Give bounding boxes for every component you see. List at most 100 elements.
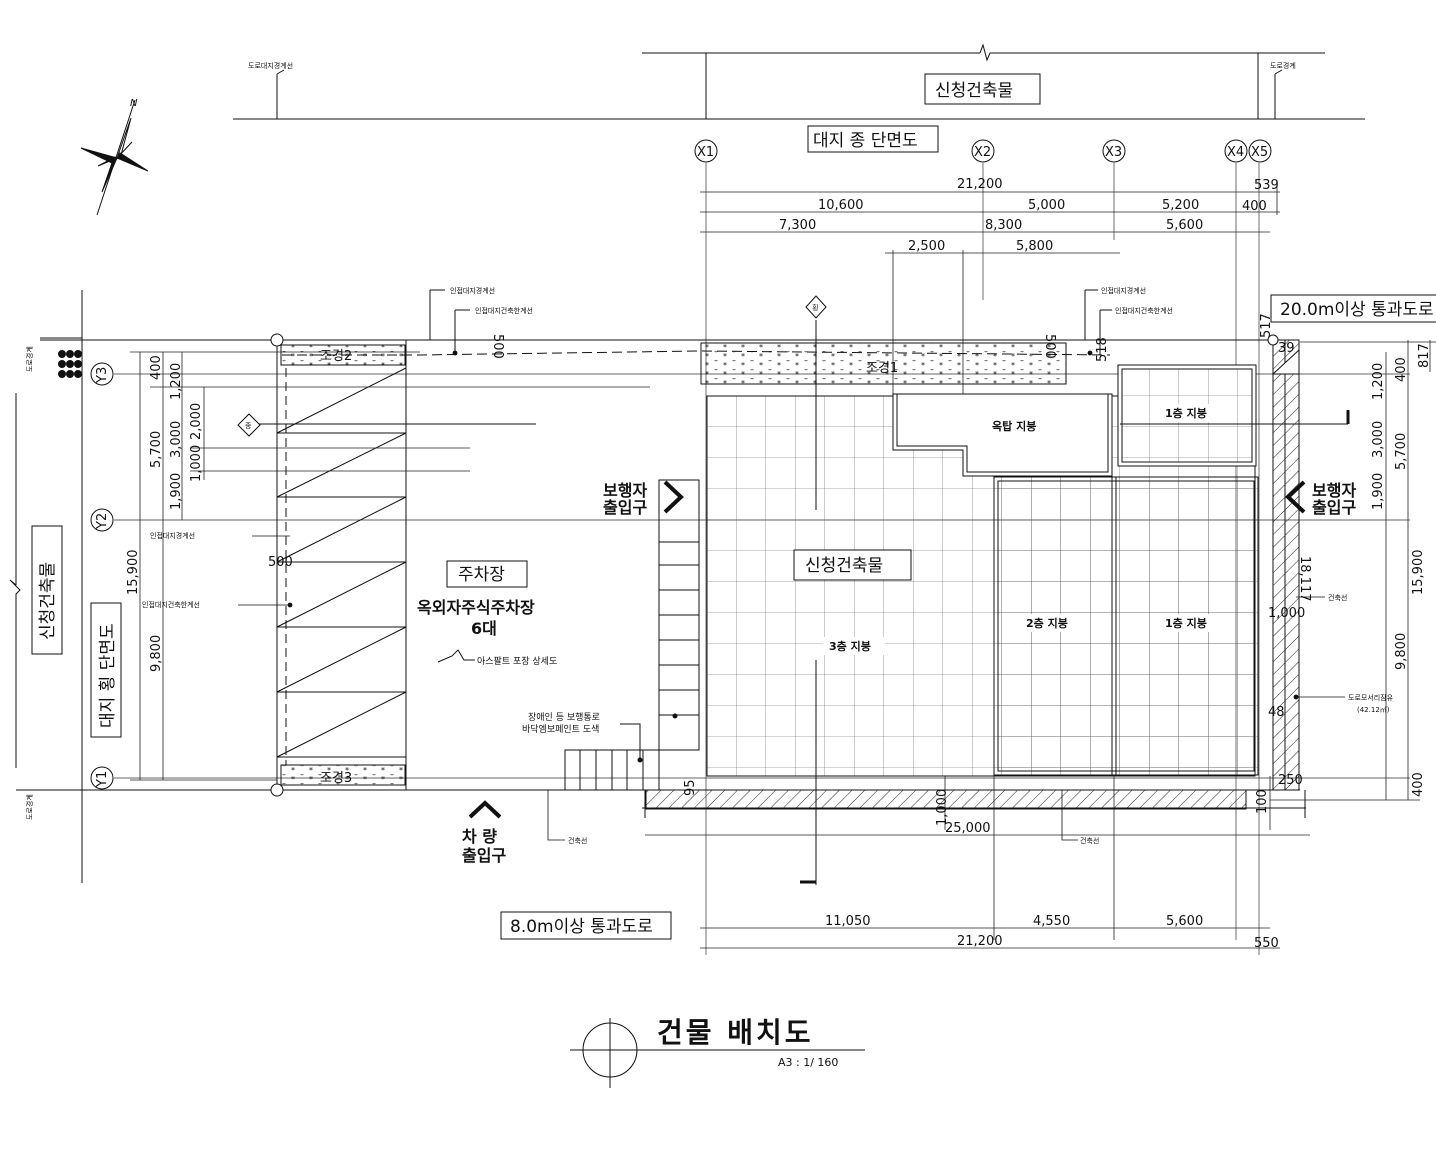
top-building-label: 신청건축물 bbox=[935, 81, 1013, 101]
adj-boundary-label-2: 인접대지경계선 bbox=[1101, 286, 1146, 295]
adj-building-label-3: 인접대지건축한계선 bbox=[142, 600, 200, 609]
north-arrow-icon: N bbox=[80, 98, 149, 216]
parking-desc: 옥외자주식주차장 bbox=[417, 598, 535, 617]
dim-top-5000: 5,000 bbox=[1028, 198, 1065, 213]
drawing-title: 건물 배치도 bbox=[657, 1016, 814, 1049]
parking-count: 6대 bbox=[471, 619, 497, 638]
bottom-dimension-lines bbox=[645, 775, 1310, 949]
dim-right-1200: 1,200 bbox=[1371, 363, 1386, 400]
grid-y3-marker: Y3 bbox=[90, 362, 114, 386]
svg-text:횡: 횡 bbox=[812, 303, 818, 312]
building-line-label-1: 건축선 bbox=[568, 836, 587, 845]
dim-right-400b: 400 bbox=[1411, 772, 1426, 797]
asphalt-label: 아스팔트 포장 상세도 bbox=[477, 655, 557, 667]
dim-left-5700: 5,700 bbox=[149, 431, 164, 468]
corner-cut-label-1: 도로모서리잠유 bbox=[1348, 693, 1394, 702]
roof-1f-mid-label: 1층 지붕 bbox=[1165, 616, 1207, 630]
dim-bottom-95: 95 bbox=[683, 779, 698, 796]
title-block bbox=[570, 1018, 865, 1088]
road-boundary-top-right: 도로경계 bbox=[1270, 61, 1296, 70]
section-long-label: 대지 종 단면도 bbox=[813, 131, 918, 151]
disabled-path-label-1: 장애인 등 보행통로 bbox=[528, 711, 600, 723]
roof-1f-top-label: 1층 지붕 bbox=[1165, 406, 1207, 420]
svg-text:X2: X2 bbox=[974, 145, 991, 160]
dim-right-15900: 15,900 bbox=[1411, 550, 1426, 596]
dim-top-total: 21,200 bbox=[957, 177, 1003, 192]
hatch-right-strip bbox=[1272, 339, 1300, 791]
dim-right-18117: 18,117 bbox=[1297, 556, 1312, 602]
ped-left-label-1: 보행자 bbox=[603, 481, 647, 500]
dim-right-817: 817 bbox=[1417, 343, 1432, 368]
parking-area bbox=[270, 333, 528, 797]
ped-left-label-2: 출입구 bbox=[603, 498, 647, 517]
grid-x4-marker: X4 bbox=[1224, 139, 1248, 163]
landscape-top-mid-label: 조경1 bbox=[866, 361, 898, 376]
dim-mid-500-b: 500 bbox=[1042, 334, 1057, 359]
adj-boundary-label-3: 인접대지경계선 bbox=[150, 531, 195, 540]
dim-bottom-4550: 4,550 bbox=[1033, 914, 1070, 929]
dim-right-9800: 9,800 bbox=[1394, 633, 1409, 670]
dim-bottom-250: 250 bbox=[1278, 773, 1303, 788]
ped-right-chevron-icon bbox=[1285, 480, 1306, 514]
dim-top-5200: 5,200 bbox=[1162, 198, 1199, 213]
road-boundary-bottom-left: 도로경계 bbox=[25, 794, 34, 820]
dim-right-5700: 5,700 bbox=[1394, 433, 1409, 470]
dim-mid-500-a: 500 bbox=[490, 334, 505, 359]
grid-x5-marker: X5 bbox=[1248, 139, 1272, 163]
road-20-label: 20.0m이상 통과도로 bbox=[1280, 300, 1434, 320]
dim-left-3000: 3,000 bbox=[169, 421, 184, 458]
dim-bottom-550: 550 bbox=[1254, 936, 1279, 951]
svg-text:Y2: Y2 bbox=[95, 513, 110, 530]
adj-building-label-1: 인접대지건축한계선 bbox=[475, 306, 533, 315]
dim-left-1000: 1,000 bbox=[189, 445, 204, 482]
roof-3f-label: 3층 지붕 bbox=[829, 639, 871, 653]
landscape-top-left-label: 조경2 bbox=[320, 349, 352, 364]
section-cut-lines bbox=[249, 320, 1350, 885]
road-boundary-top-left: 도로대지경계선 bbox=[248, 61, 293, 70]
roof-rooftop-bg bbox=[980, 415, 1060, 435]
dim-left-15900: 15,900 bbox=[126, 550, 141, 596]
hoeng-marker: 횡 bbox=[805, 295, 827, 319]
roof-2f-label: 2층 지붕 bbox=[1026, 616, 1068, 630]
top-section bbox=[233, 43, 1365, 153]
ped-left-chevron-icon bbox=[663, 480, 684, 514]
svg-text:X4: X4 bbox=[1227, 145, 1244, 160]
steps bbox=[564, 479, 700, 791]
dim-top-5600: 5,600 bbox=[1166, 218, 1203, 233]
adj-building-label-2: 인접대지건축한계선 bbox=[1115, 306, 1173, 315]
dim-bottom-11050: 11,050 bbox=[825, 914, 871, 929]
dim-bottom-5600: 5,600 bbox=[1166, 914, 1203, 929]
svg-text:Y3: Y3 bbox=[95, 367, 110, 384]
ped-right-label-2: 출입구 bbox=[1312, 498, 1356, 517]
svg-text:N: N bbox=[130, 98, 138, 109]
drawing-scale: A3 : 1/ 160 bbox=[778, 1056, 838, 1069]
road-8-box bbox=[500, 911, 672, 940]
roof-3f-bg bbox=[823, 637, 885, 655]
svg-text:Y1: Y1 bbox=[95, 771, 110, 788]
building-line-label-3: 건축선 bbox=[1328, 593, 1347, 602]
svg-text:X5: X5 bbox=[1251, 145, 1268, 160]
vehicle-label-2: 출입구 bbox=[462, 846, 506, 865]
dim-left-2000: 2,000 bbox=[189, 403, 204, 440]
dim-right-517: 517 bbox=[1259, 313, 1274, 338]
dim-left-400: 400 bbox=[149, 355, 164, 380]
svg-text:X1: X1 bbox=[697, 145, 714, 160]
grid-y2-marker: Y2 bbox=[90, 508, 114, 532]
grid-y1-marker: Y1 bbox=[90, 766, 114, 790]
grid-x2-marker: X2 bbox=[971, 139, 995, 163]
dim-top-2500: 2,500 bbox=[908, 239, 945, 254]
jong-marker: 종 bbox=[237, 413, 261, 437]
vehicle-label-1: 차 량 bbox=[462, 827, 497, 846]
grid-x1-marker: X1 bbox=[694, 139, 718, 163]
asphalt-leader bbox=[437, 649, 475, 663]
dim-top-10600: 10,600 bbox=[818, 198, 864, 213]
dim-bottom-100: 100 bbox=[1255, 789, 1270, 814]
corner-cut bbox=[1271, 348, 1300, 375]
corner-cut-label-2: (42.12㎡) bbox=[1357, 706, 1390, 714]
road-boundary-left: 도로경계 bbox=[25, 346, 34, 372]
landscape-top-mid bbox=[700, 342, 1067, 385]
section-cross-label: 대지 횡 단면도 bbox=[98, 623, 118, 728]
left-building-label: 신청건축물 bbox=[38, 562, 58, 640]
roof-1f-mid-bg bbox=[1158, 614, 1220, 632]
